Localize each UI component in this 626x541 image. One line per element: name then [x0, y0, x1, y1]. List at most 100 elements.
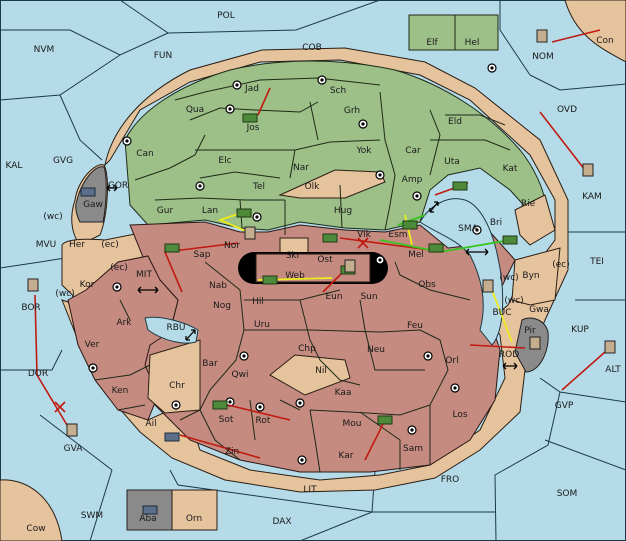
province-label: Kaa	[335, 388, 352, 398]
fleet-unit[interactable]	[164, 432, 180, 442]
fleet-marker[interactable]	[582, 163, 594, 177]
province-label: Aba	[139, 514, 156, 524]
province-byn[interactable]	[511, 247, 561, 306]
order-arrow	[364, 419, 386, 461]
province-label: Con	[596, 36, 614, 46]
province-label: Pir	[524, 326, 536, 336]
supply-center-dot	[300, 458, 304, 462]
orders-layer	[34, 29, 606, 461]
province-label: KUP	[571, 325, 589, 335]
supply-center-dot	[410, 428, 414, 432]
province-label: Hug	[334, 206, 352, 216]
province-label: GVG	[53, 156, 73, 166]
province-label: (wc)	[55, 289, 74, 299]
province-label: GVA	[64, 444, 84, 454]
fleet-marker[interactable]	[482, 279, 494, 293]
province-label: Sam	[403, 444, 423, 454]
province-label: POL	[217, 11, 235, 21]
province-label: FUN	[154, 51, 173, 61]
order-arrow-support	[489, 284, 513, 343]
province-label: Sot	[219, 415, 234, 425]
province-label: Neu	[367, 345, 385, 355]
province-label: Mou	[343, 419, 362, 429]
province-label: (wc)	[504, 296, 523, 306]
province-label: Ark	[116, 318, 132, 328]
province-label: TEI	[589, 257, 604, 267]
supply-center-dot	[125, 139, 129, 143]
province-label: ROD	[499, 350, 519, 360]
province-ring-south[interactable]	[61, 47, 569, 493]
province-label: Amp	[402, 175, 423, 185]
province-label: GOR	[108, 181, 128, 191]
supply-center-dot	[91, 366, 95, 370]
province-label: Bri	[490, 218, 502, 228]
sea-sma[interactable]	[419, 198, 504, 346]
province-label: Cow	[26, 524, 45, 534]
province-label: Sap	[194, 250, 211, 260]
fleet-unit[interactable]	[142, 505, 158, 515]
province-label: Ost	[317, 255, 333, 265]
province-label: OVD	[557, 105, 577, 115]
province-label: NVM	[34, 45, 55, 55]
army-unit[interactable]	[452, 181, 468, 191]
fleet-marker[interactable]	[344, 259, 356, 273]
supply-center-dot	[258, 405, 262, 409]
fleet-marker[interactable]	[604, 340, 616, 354]
supply-center-dot	[415, 194, 419, 198]
province-nil[interactable]	[269, 354, 351, 396]
fleet-unit[interactable]	[80, 187, 96, 197]
supply-center-dot	[426, 354, 430, 358]
supply-center-dot	[453, 386, 457, 390]
army-unit[interactable]	[242, 113, 258, 123]
fleet-marker[interactable]	[244, 226, 256, 240]
province-label: Chp	[298, 344, 316, 354]
province-label: Gaw	[83, 200, 103, 210]
army-unit[interactable]	[377, 415, 393, 425]
army-unit[interactable]	[322, 233, 338, 243]
province-label: Elc	[218, 156, 231, 166]
province-label: Sun	[360, 292, 377, 302]
province-label: Yok	[355, 146, 372, 156]
province-label: Uta	[444, 157, 460, 167]
order-arrow	[34, 294, 71, 431]
order-arrow	[551, 29, 601, 43]
army-unit[interactable]	[262, 275, 278, 285]
province-label: Lan	[202, 206, 218, 216]
province-elf[interactable]	[408, 14, 456, 51]
army-unit[interactable]	[212, 400, 228, 410]
province-label: GVP	[555, 401, 574, 411]
province-label: Eld	[448, 117, 462, 127]
army-unit[interactable]	[402, 220, 418, 230]
province-label: Feu	[407, 321, 423, 331]
sea-rbu[interactable]	[144, 316, 199, 344]
fleet-marker[interactable]	[536, 29, 548, 43]
army-unit[interactable]	[164, 243, 180, 253]
province-label: Nil	[315, 366, 327, 376]
fleet-marker[interactable]	[27, 278, 39, 292]
supply-center-dot	[378, 173, 382, 177]
province-rie[interactable]	[514, 194, 556, 246]
province-label: (ec)	[110, 263, 128, 273]
province-label: Elf	[426, 38, 438, 48]
fleet-marker[interactable]	[529, 336, 541, 350]
province-label: Zin	[225, 447, 239, 457]
army-unit[interactable]	[428, 243, 444, 253]
fleet-marker[interactable]	[66, 423, 78, 437]
province-label: Obs	[418, 280, 436, 290]
province-orn[interactable]	[171, 489, 218, 531]
province-hel[interactable]	[454, 14, 499, 51]
province-label: Kor	[80, 280, 95, 290]
failed-x	[357, 237, 369, 249]
province-label: Tel	[252, 182, 265, 192]
army-unit[interactable]	[236, 208, 252, 218]
order-arrow	[339, 237, 431, 251]
province-label: MIT	[136, 270, 152, 280]
province-olk[interactable]	[278, 169, 386, 199]
province-label: Car	[405, 146, 421, 156]
army-unit[interactable]	[502, 235, 518, 245]
supply-center-dot	[298, 401, 302, 405]
green-territory[interactable]	[124, 60, 549, 232]
province-label: RBU	[166, 323, 185, 333]
